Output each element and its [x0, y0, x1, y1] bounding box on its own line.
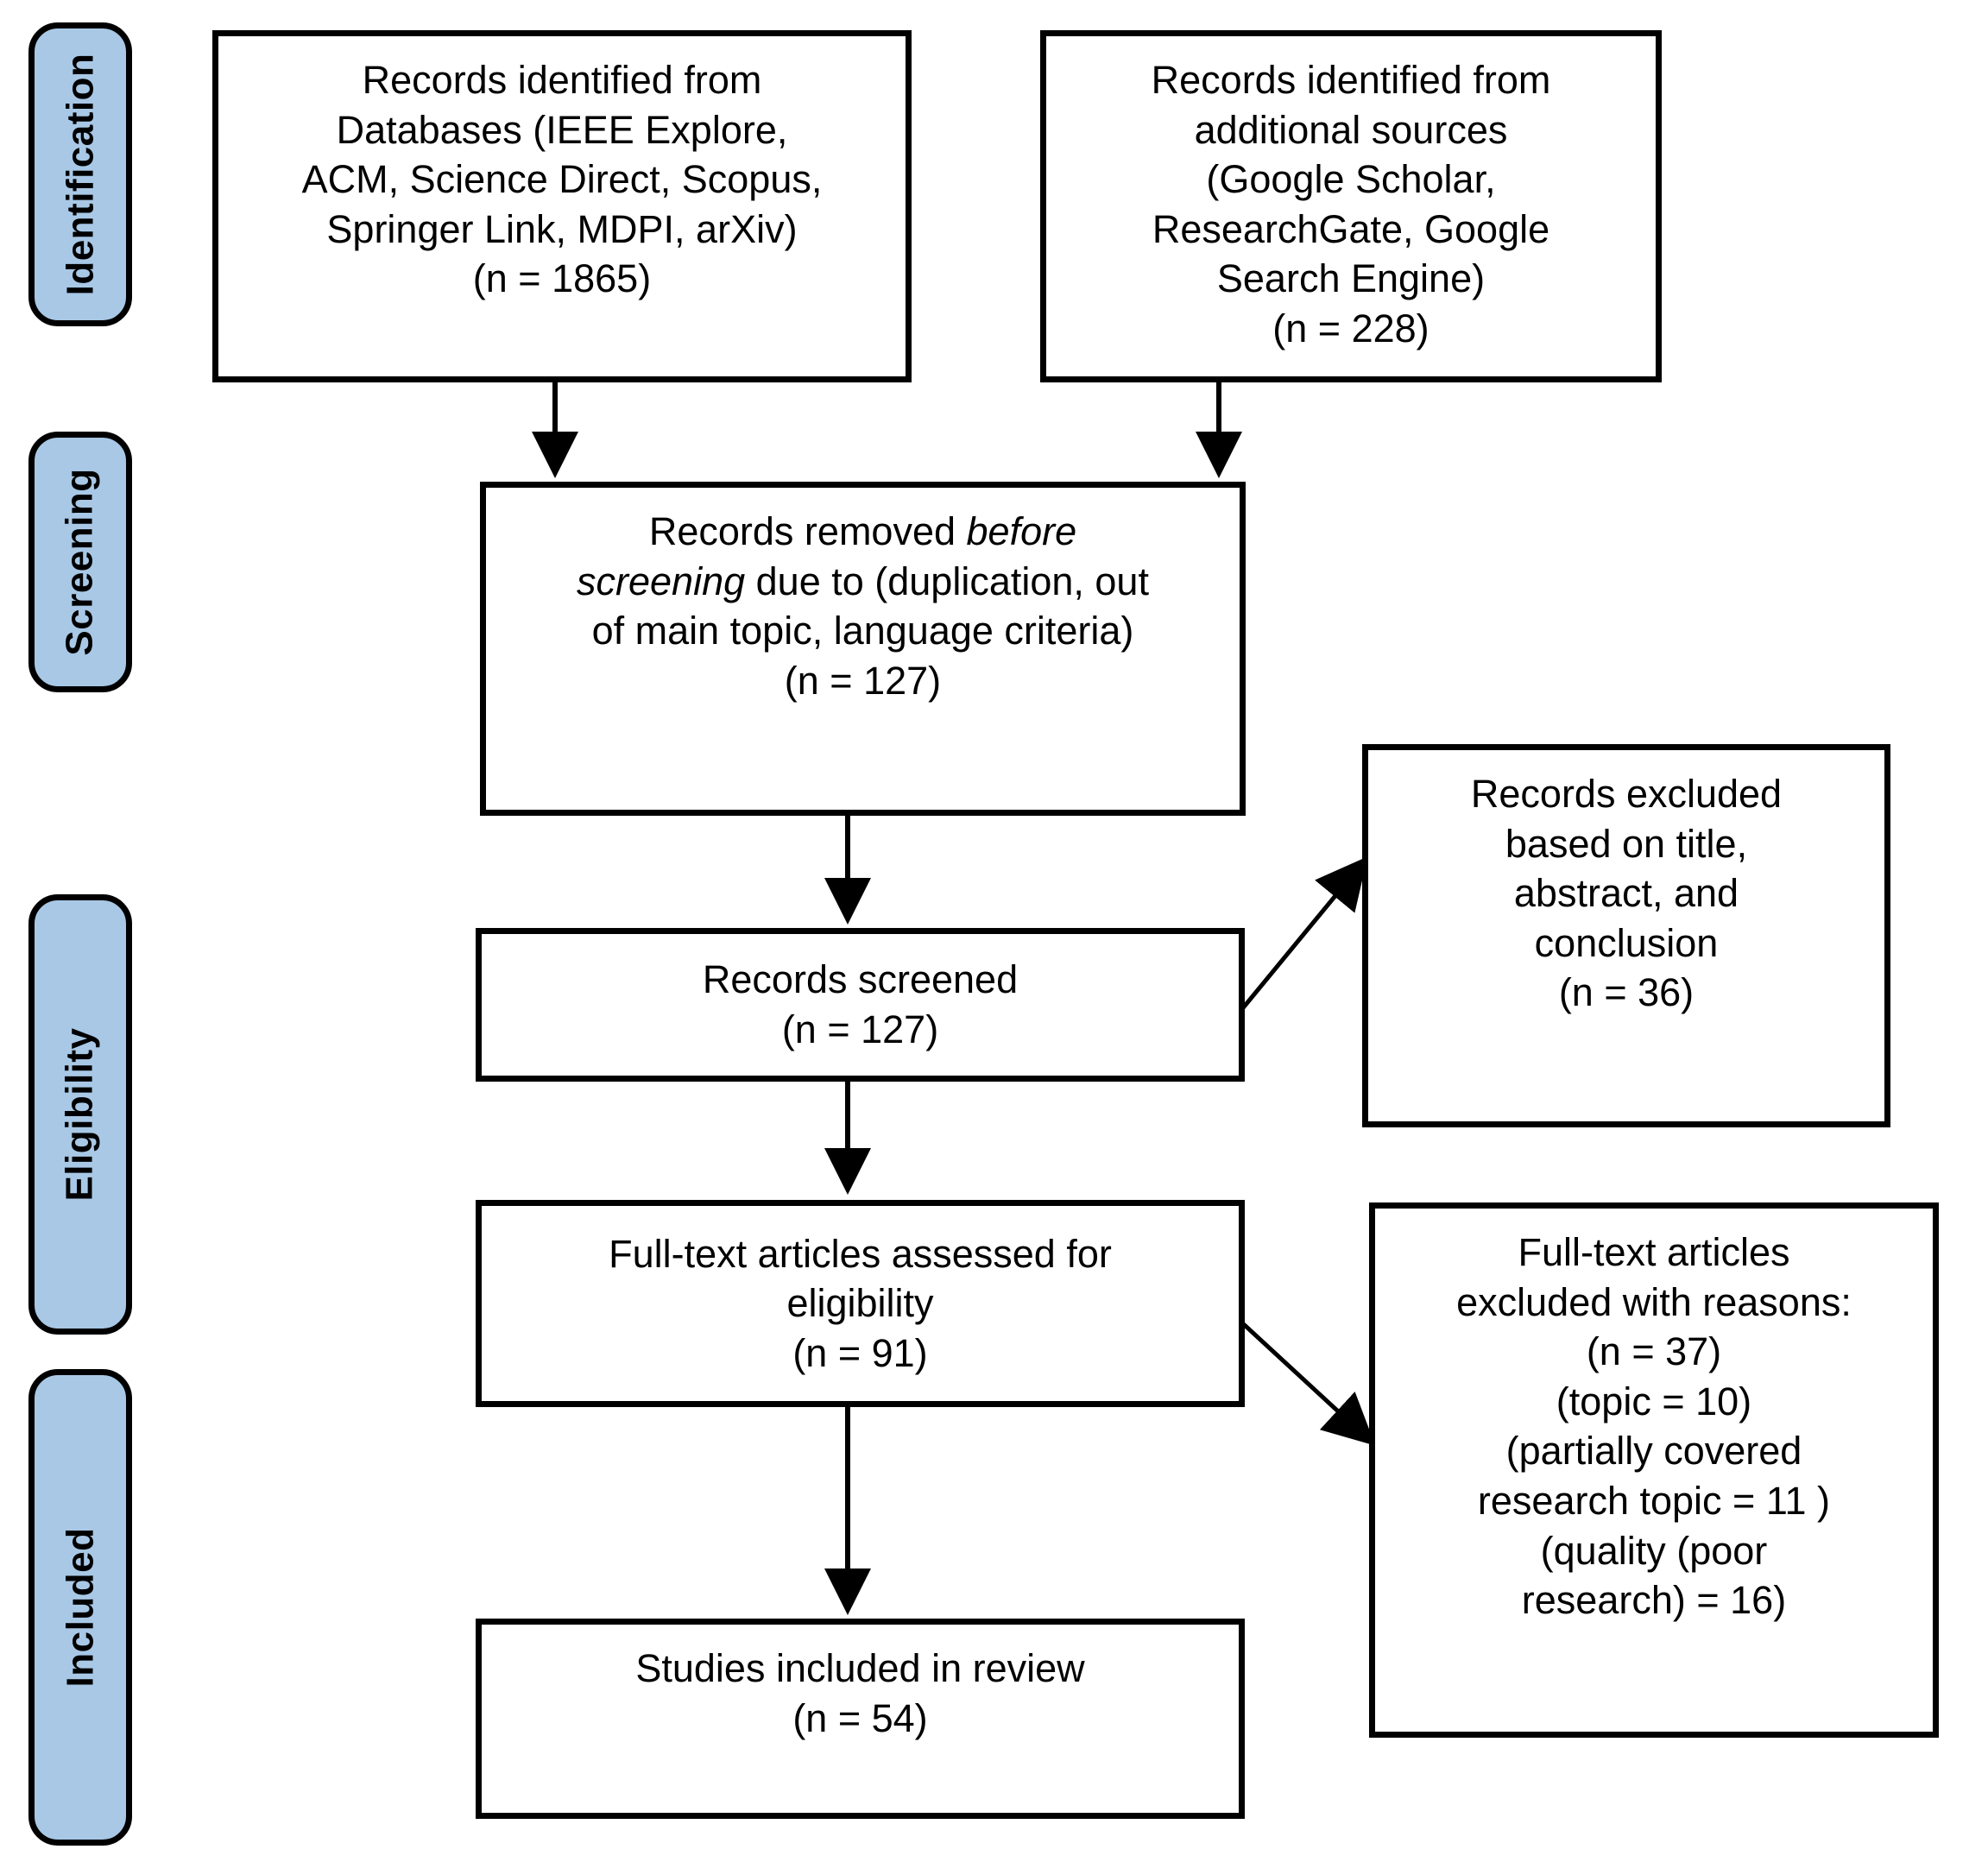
node-records-identified-additional-text: Records identified from additional sourc…	[1151, 58, 1551, 350]
node-records-excluded: Records excluded based on title, abstrac…	[1362, 744, 1890, 1127]
phase-screening-label: Screening	[59, 468, 101, 656]
node-fulltext-assessed-text: Full-text articles assessed for eligibil…	[609, 1231, 1112, 1375]
edge-screened-to-excluded	[1240, 856, 1368, 1012]
node-studies-included-text: Studies included in review (n = 54)	[635, 1646, 1085, 1740]
phase-eligibility-label: Eligibility	[59, 1027, 102, 1202]
phase-eligibility: Eligibility	[28, 894, 132, 1335]
node-fulltext-assessed: Full-text articles assessed for eligibil…	[476, 1200, 1245, 1407]
phase-included: Included	[28, 1369, 132, 1846]
node-records-identified-additional: Records identified from additional sourc…	[1040, 30, 1662, 382]
node-fulltext-excluded-text: Full-text articles excluded with reasons…	[1456, 1230, 1852, 1623]
node-records-screened: Records screened (n = 127)	[476, 928, 1245, 1082]
node-fulltext-excluded: Full-text articles excluded with reasons…	[1369, 1202, 1939, 1738]
node-records-removed-before-screening-text: Records removed before screening due to …	[577, 509, 1149, 703]
edge-fulltext-to-excluded	[1224, 1306, 1376, 1446]
node-studies-included: Studies included in review (n = 54)	[476, 1619, 1245, 1819]
node-records-identified-databases-text: Records identified from Databases (IEEE …	[301, 58, 823, 301]
node-records-removed-before-screening: Records removed before screening due to …	[480, 482, 1246, 816]
node-records-excluded-text: Records excluded based on title, abstrac…	[1470, 772, 1783, 1015]
phase-identification-label: Identification	[59, 53, 101, 296]
phase-included-label: Included	[59, 1527, 101, 1688]
phase-screening: Screening	[28, 432, 132, 692]
node-records-screened-text: Records screened (n = 127)	[702, 957, 1019, 1051]
phase-identification: Identification	[28, 22, 132, 326]
node-records-identified-databases: Records identified from Databases (IEEE …	[212, 30, 912, 382]
